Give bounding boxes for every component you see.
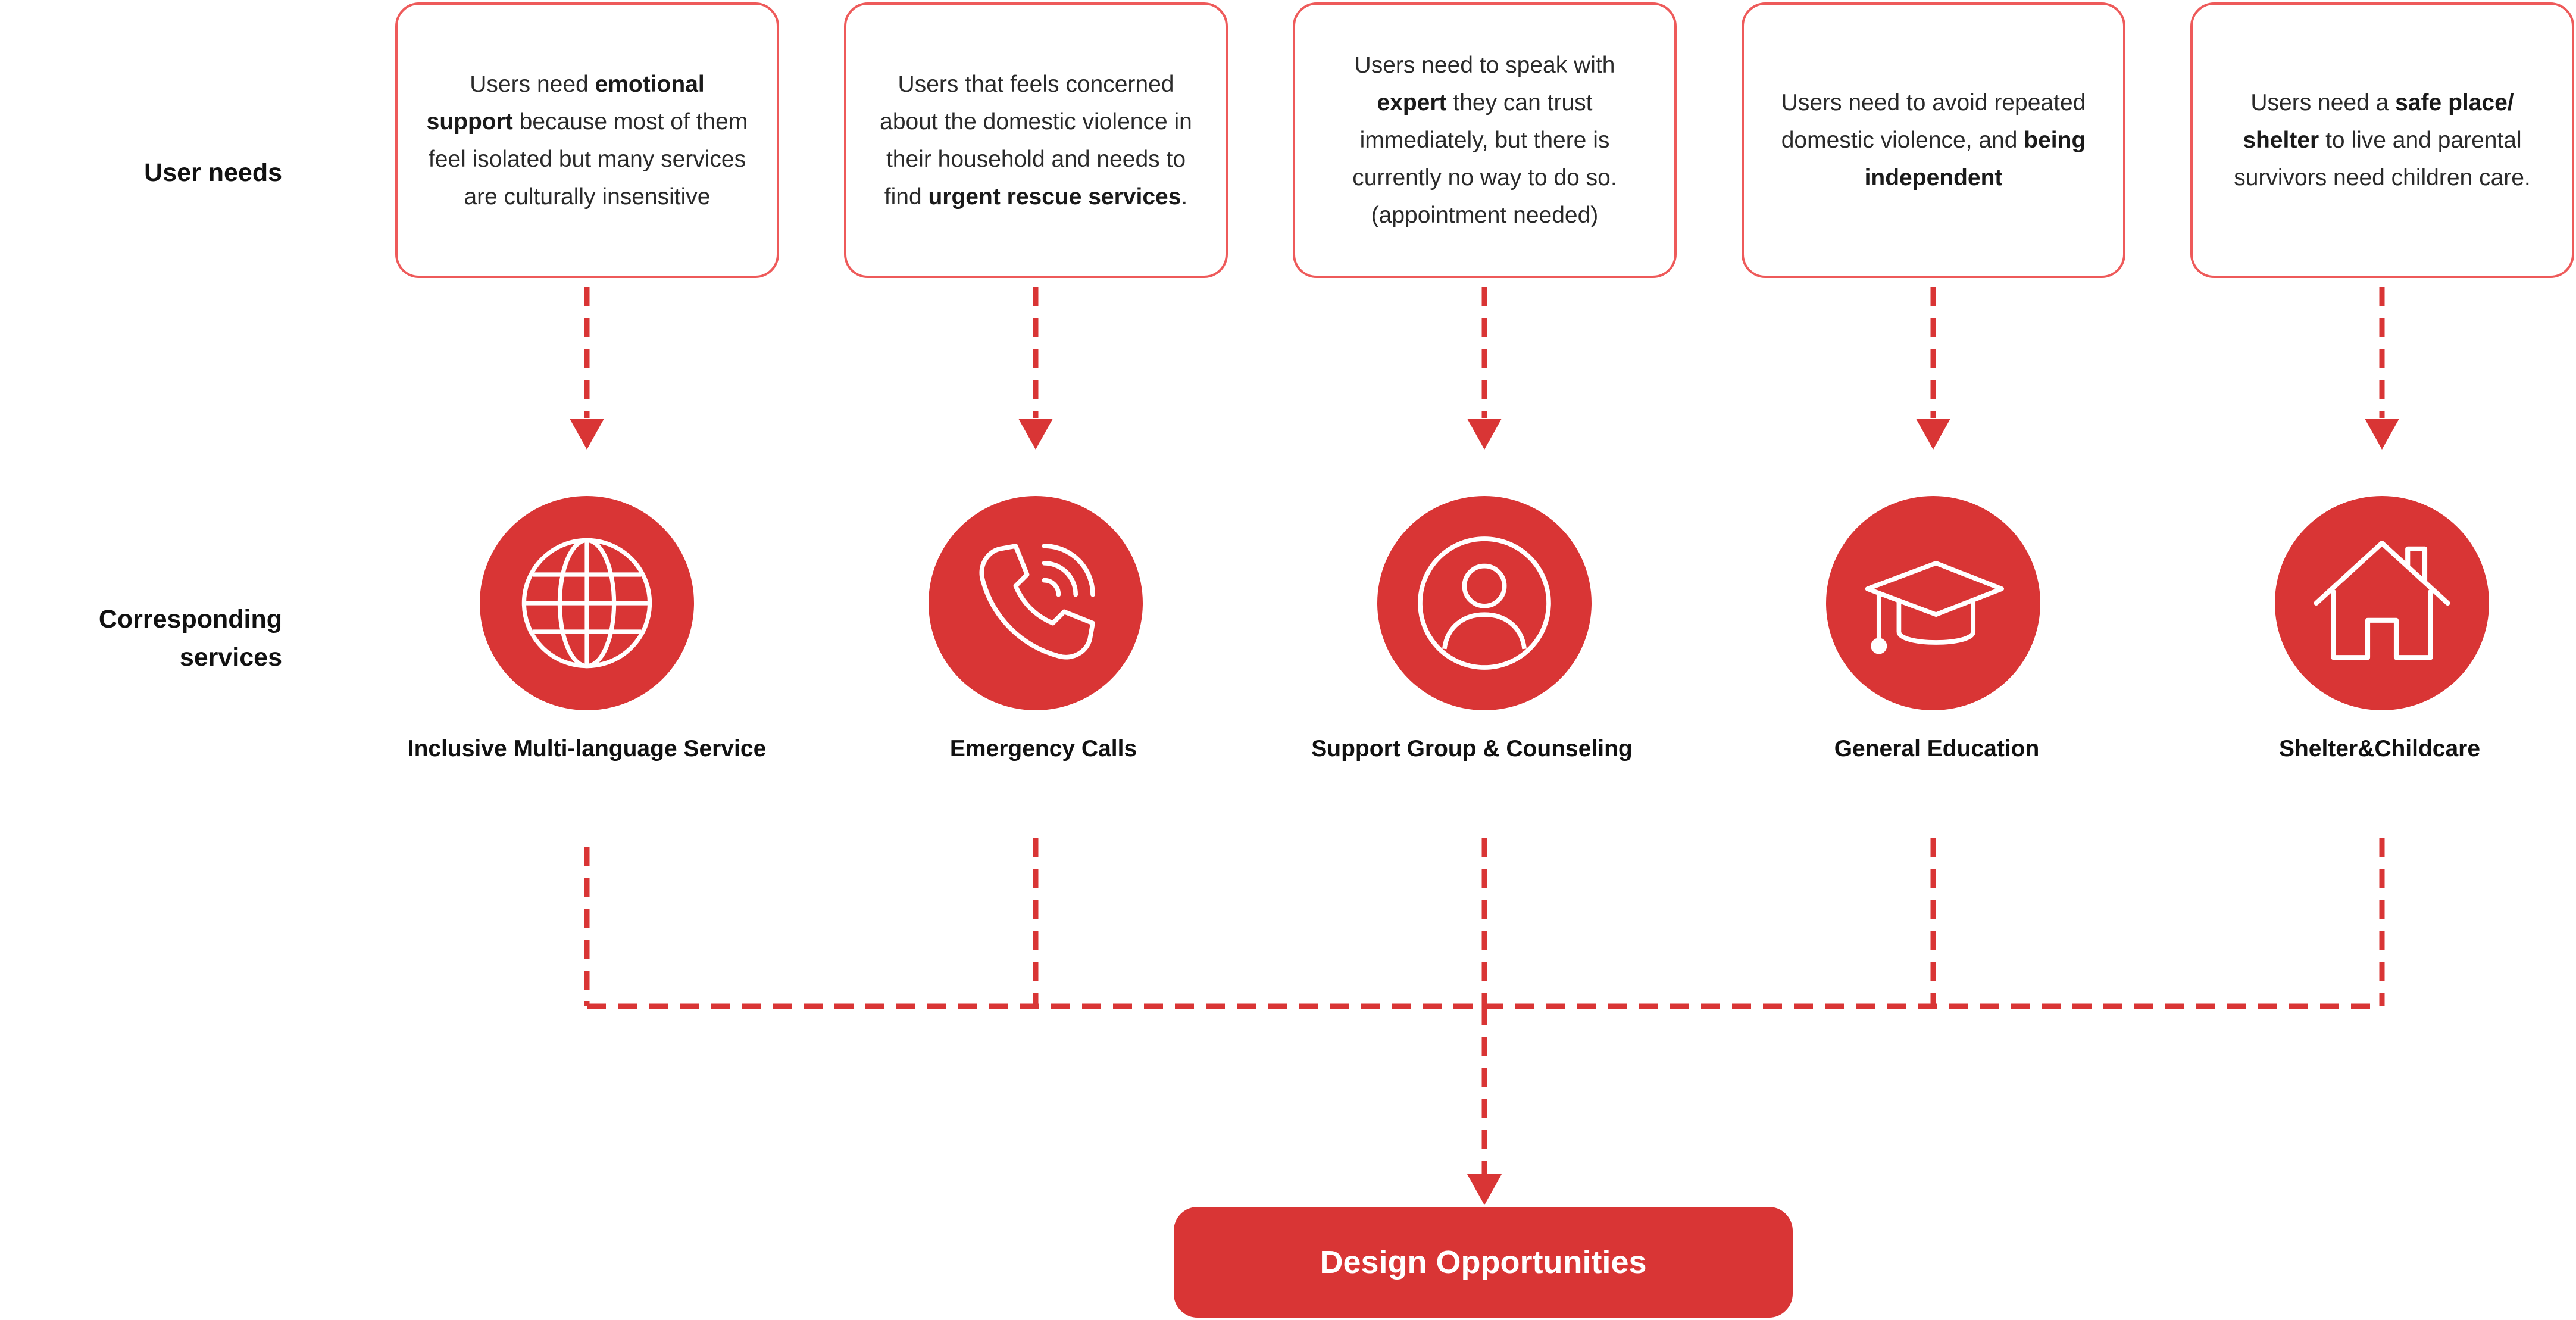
user-icon xyxy=(1418,536,1551,670)
globe-icon xyxy=(521,538,652,669)
row-label-user-needs: User needs xyxy=(144,158,282,187)
need-text-segment: they can trust immediately, but there is… xyxy=(1352,90,1617,228)
need-text-segment: Users need a xyxy=(2250,90,2396,116)
need-text-segment: Users that feels concerned about the dom… xyxy=(880,71,1192,210)
service-name-support-group: Support Group & Counseling xyxy=(1311,736,1633,762)
need-text-emphasis: urgent rescue services xyxy=(928,183,1181,210)
need-text-segment: Users need xyxy=(470,71,595,97)
need-card-expert: Users need to speak with expert they can… xyxy=(1293,2,1677,278)
row-label-services-line2: services xyxy=(179,643,282,672)
need-card-independence: Users need to avoid repeated domestic vi… xyxy=(1742,2,2125,278)
need-text-emphasis: emotional xyxy=(595,71,705,97)
down-arrow-icon xyxy=(1916,419,1950,450)
row-label-corresponding-services: Corresponding services xyxy=(99,600,282,676)
service-name-general-education: General Education xyxy=(1834,736,2040,762)
phone-icon xyxy=(979,544,1095,660)
need-card-urgent-rescue: Users that feels concerned about the dom… xyxy=(844,2,1228,278)
need-text-emphasis: support xyxy=(426,108,513,135)
need-text-segment: because most of them feel isolated but m… xyxy=(428,108,748,210)
service-name-multi-language: Inclusive Multi-language Service xyxy=(407,736,767,762)
need-text-segment: . xyxy=(1181,183,1188,210)
need-text: Users need emotional support because mos… xyxy=(427,65,748,216)
house-icon xyxy=(2314,541,2450,660)
need-text-segment: Users need to speak with xyxy=(1354,52,1615,78)
service-circle-emergency-calls xyxy=(929,496,1143,710)
graduation-cap-icon xyxy=(1865,560,2005,654)
service-circle-general-education xyxy=(1826,496,2040,710)
service-name-emergency-calls: Emergency Calls xyxy=(949,736,1137,762)
design-opportunities-button[interactable]: Design Opportunities xyxy=(1174,1207,1793,1318)
need-text: Users need a safe place/ shelter to live… xyxy=(2222,84,2543,196)
need-card-emotional-support: Users need emotional support because mos… xyxy=(395,2,779,278)
down-arrow-icon xyxy=(1467,1174,1502,1205)
need-text: Users need to speak with expert they can… xyxy=(1324,46,1646,234)
down-arrow-icon xyxy=(570,419,604,450)
down-arrow-icon xyxy=(2365,419,2399,450)
need-text-segment: to live and parental survivors need chil… xyxy=(2234,127,2531,191)
need-text-emphasis: being independent xyxy=(1864,127,2086,191)
service-circle-support-group xyxy=(1377,496,1592,710)
need-text-segment: Users need to avoid repeated domestic vi… xyxy=(1781,90,2086,153)
need-text: Users need to avoid repeated domestic vi… xyxy=(1773,84,2094,196)
need-text-emphasis: safe place/ shelter xyxy=(2243,90,2514,153)
need-text-emphasis: expert xyxy=(1377,90,1447,116)
down-arrow-icon xyxy=(1018,419,1053,450)
need-text: Users that feels concerned about the dom… xyxy=(876,65,1197,216)
need-card-shelter: Users need a safe place/ shelter to live… xyxy=(2190,2,2574,278)
service-circle-multi-language xyxy=(480,496,694,710)
down-arrow-icon xyxy=(1467,419,1502,450)
service-name-shelter-childcare: Shelter&Childcare xyxy=(2278,736,2481,762)
row-label-services-line1: Corresponding xyxy=(98,605,282,634)
service-circle-shelter-childcare xyxy=(2275,496,2489,710)
